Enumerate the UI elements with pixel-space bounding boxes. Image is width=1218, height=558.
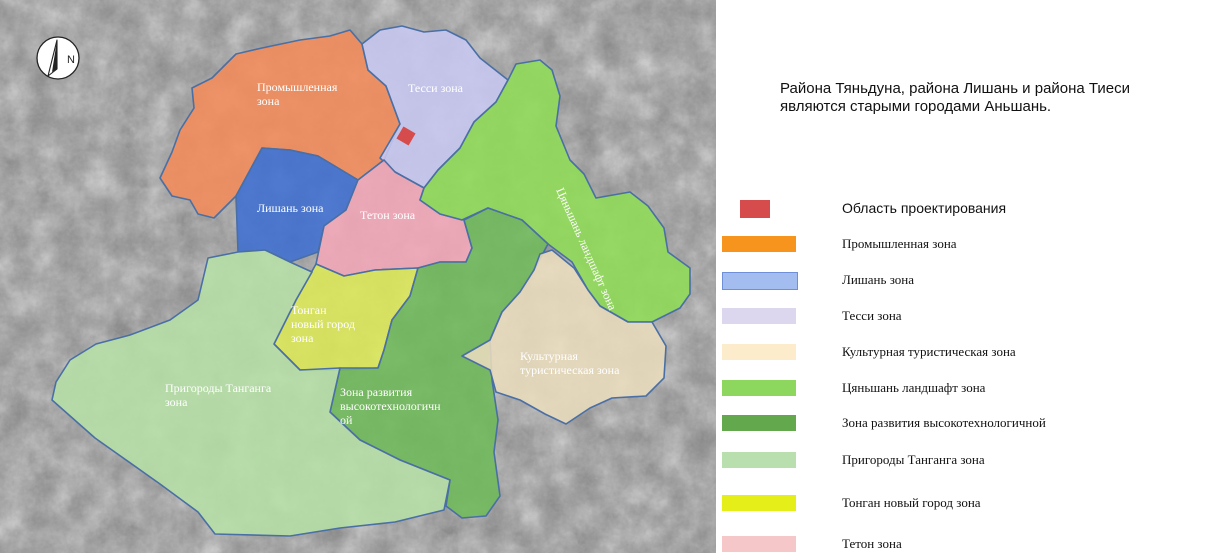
zone-label-lishan: Лишань зона [257, 201, 324, 215]
legend-label: Тесси зона [842, 308, 902, 323]
zone-label-line: ой [340, 413, 353, 427]
legend-swatch [740, 200, 770, 218]
legend-item: Пригороды Тангангa зона [722, 450, 1212, 474]
legend-item: Промышленная зона [722, 234, 1212, 258]
zone-label-line: новый город [291, 317, 355, 331]
map-description: Района Тяньдуна, района Лишань и района … [780, 80, 1131, 115]
zone-label-line: Тетон зона [360, 208, 416, 222]
legend-label: Промышленная зона [842, 236, 957, 251]
legend-label: Пригороды Тангангa зона [842, 452, 985, 467]
zone-area-cultural [461, 249, 667, 425]
legend-label: Цяньшань ландшафт зона [842, 380, 986, 395]
legend-swatch [722, 495, 796, 511]
legend-label: Тетон зона [842, 536, 902, 551]
legend-item: Тонган новый город зона [722, 493, 1212, 517]
legend-swatch [722, 415, 796, 431]
zone-area-hightech [329, 207, 549, 519]
zone-label-line: Лишань зона [257, 201, 324, 215]
legend-swatch [722, 344, 796, 360]
zone-label-line: высокотехнологичн [340, 399, 441, 413]
zone-label-line: Тесси зона [408, 81, 464, 95]
north-arrow-icon: N [36, 36, 80, 80]
legend-item: Зона развития высокотехнологичной [722, 413, 1212, 437]
legend-item: Лишань зона [722, 270, 1212, 294]
legend-item: Тесси зона [722, 306, 1212, 330]
design-area-marker [396, 126, 416, 146]
legend-item: Область проектирования [722, 198, 1212, 222]
legend-swatch [722, 452, 796, 468]
legend-label: Область проектирования [842, 200, 1007, 216]
legend-swatch [722, 236, 796, 252]
legend-swatch [722, 380, 796, 396]
legend-label: Культурная туристическая зона [842, 344, 1016, 359]
zone-label-line: Тонган [291, 303, 327, 317]
legend-swatch [722, 308, 796, 324]
zone-label-line: туристическая зона [520, 363, 620, 377]
zone-label-line: Культурная [520, 349, 578, 363]
zones-layer [51, 25, 691, 537]
legend-swatch [722, 272, 798, 290]
zone-label-tessi: Тесси зона [408, 81, 464, 95]
zone-label-line: Зона развития [340, 385, 413, 399]
legend-label: Зона развития высокотехнологичной [842, 415, 1046, 430]
zone-area-suburbs [51, 249, 451, 537]
zone-label-teton: Тетон зона [360, 208, 416, 222]
zone-label-line: зона [257, 94, 280, 108]
zone-label-line: Промышленная [257, 80, 338, 94]
zone-label-line: зона [291, 331, 314, 345]
zone-label-line: Пригороды Тангангa [165, 381, 272, 395]
legend-item: Тетон зона [722, 534, 1212, 558]
legend-swatch [722, 536, 796, 552]
legend-label: Тонган новый город зона [842, 495, 981, 510]
legend-item: Культурная туристическая зона [722, 342, 1212, 366]
legend-item: Цяньшань ландшафт зона [722, 378, 1212, 402]
compass-letter: N [67, 54, 75, 66]
legend-label: Лишань зона [842, 272, 914, 287]
zone-label-line: зона [165, 395, 188, 409]
